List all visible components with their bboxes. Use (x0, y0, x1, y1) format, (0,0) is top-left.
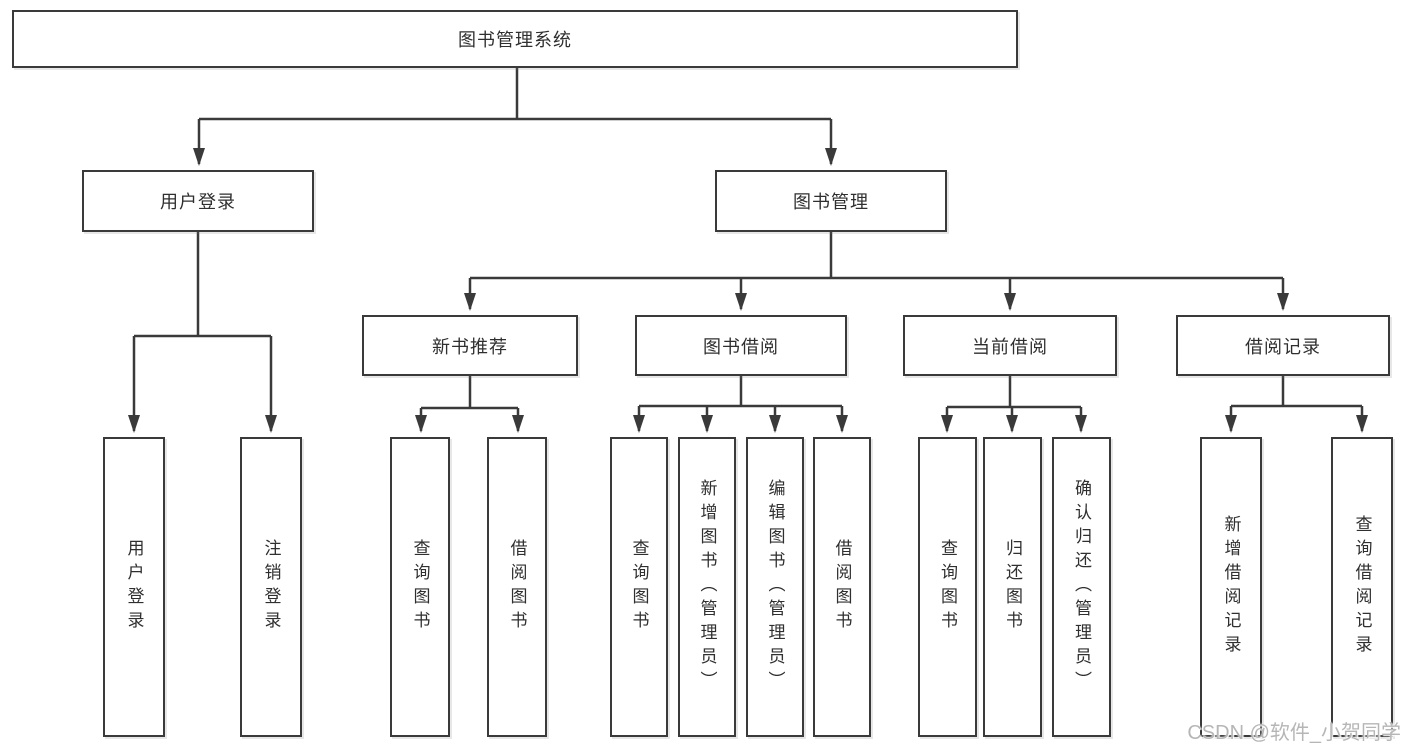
node-book-management: 图书管理 (715, 170, 947, 232)
leaf-label: 新增借阅记录 (1221, 515, 1241, 659)
leaf-label: 确认归还（管理员） (1072, 479, 1091, 695)
connector-group1-stem (421, 376, 518, 410)
leaf-logout: 注销登录 (240, 437, 302, 737)
node-current-borrowing-label: 当前借阅 (972, 336, 1048, 357)
leaf-label: 注销登录 (261, 539, 281, 635)
node-borrowing-records-label: 借阅记录 (1245, 336, 1321, 357)
leaf-label: 借阅图书 (507, 539, 527, 635)
leaf-label: 用户登录 (124, 539, 144, 635)
node-root-label: 图书管理系统 (458, 30, 572, 50)
leaf-label: 归还图书 (1003, 539, 1022, 635)
node-current-borrowing: 当前借阅 (903, 315, 1117, 376)
leaf-return-books: 归还图书 (983, 437, 1042, 737)
leaf-label: 借阅图书 (832, 539, 852, 635)
leaf-query-borrow-record: 查询借阅记录 (1331, 437, 1393, 737)
leaf-query-books-current: 查询图书 (918, 437, 977, 737)
connector-user-login-stem (134, 232, 271, 338)
leaf-label: 查询图书 (629, 539, 649, 635)
node-root-system: 图书管理系统 (12, 10, 1018, 68)
leaf-confirm-return-admin: 确认归还（管理员） (1052, 437, 1111, 737)
leaf-user-login: 用户登录 (103, 437, 165, 737)
leaf-add-borrow-record: 新增借阅记录 (1200, 437, 1262, 737)
connector-root-stem (199, 68, 831, 121)
leaf-label: 查询图书 (938, 539, 957, 635)
connector-group2-stem (639, 376, 842, 408)
leaf-borrow-books-recommend: 借阅图书 (487, 437, 547, 737)
leaf-query-books-recommend: 查询图书 (390, 437, 450, 737)
leaf-borrow-books: 借阅图书 (813, 437, 871, 737)
leaf-label: 新增图书（管理员） (697, 479, 717, 695)
node-borrowing-records: 借阅记录 (1176, 315, 1390, 376)
node-book-management-label: 图书管理 (793, 192, 869, 212)
leaf-label: 查询借阅记录 (1352, 515, 1372, 659)
node-book-borrowing: 图书借阅 (635, 315, 847, 376)
connector-group4-stem (1231, 376, 1362, 408)
leaf-query-books-borrowing: 查询图书 (610, 437, 668, 737)
leaf-edit-books-admin: 编辑图书（管理员） (746, 437, 804, 737)
node-user-login: 用户登录 (82, 170, 314, 232)
connector-group3-stem (947, 376, 1081, 409)
node-book-borrowing-label: 图书借阅 (703, 336, 779, 357)
node-new-book-recommend: 新书推荐 (362, 315, 578, 376)
node-new-book-recommend-label: 新书推荐 (432, 336, 508, 357)
connector-book-mgmt-stem (470, 232, 1283, 280)
node-user-login-label: 用户登录 (160, 192, 236, 212)
leaf-label: 查询图书 (410, 539, 430, 635)
leaf-add-books-admin: 新增图书（管理员） (678, 437, 736, 737)
leaf-label: 编辑图书（管理员） (765, 479, 785, 695)
csdn-watermark: CSDN @软件_小贺同学 (1187, 722, 1401, 744)
